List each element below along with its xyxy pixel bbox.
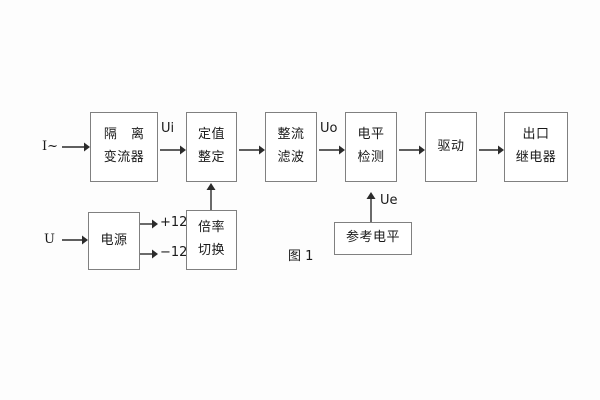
wire-setting-to-rectify <box>239 145 265 155</box>
block-power-supply[interactable]: 电源 <box>88 212 140 270</box>
block-level-detect-line2: 检测 <box>357 150 385 165</box>
block-multiplier-switch-line1: 倍率 <box>197 220 225 236</box>
block-reference-level[interactable]: 参考电平 <box>334 222 412 255</box>
block-reference-level-line1: 参考电平 <box>345 230 400 246</box>
signal-uo-label: Uo <box>320 121 338 136</box>
block-rectify-filter-line2: 滤波 <box>277 150 305 165</box>
wire-rectify-to-leveldetect <box>319 145 345 155</box>
input-voltage-label: U <box>44 232 55 247</box>
wire-input-voltage <box>62 235 88 245</box>
wire-reference-to-leveldetect <box>366 192 376 222</box>
wire-leveldetect-to-drive <box>399 145 425 155</box>
wire-rail-negative <box>140 249 158 259</box>
block-level-detect-line1: 电平 <box>357 127 385 143</box>
block-setting-line2: 整定 <box>197 150 225 165</box>
wire-multiplier-to-setting <box>206 183 216 210</box>
block-output-relay-line1: 出口 <box>522 127 550 143</box>
wire-input-current <box>62 142 90 152</box>
block-isolation-ct-line2: 变流器 <box>103 150 145 165</box>
block-power-supply-line1: 电源 <box>100 232 128 248</box>
signal-ue-label: Ue <box>380 193 398 208</box>
block-rectify-filter-line1: 整流 <box>277 127 305 143</box>
block-rectify-filter[interactable]: 整流 滤波 <box>265 112 317 182</box>
wire-isolation-to-setting <box>160 145 186 155</box>
block-multiplier-switch[interactable]: 倍率 切换 <box>186 210 237 270</box>
block-drive[interactable]: 驱动 <box>425 112 477 182</box>
input-current-label: I~ <box>42 139 59 154</box>
block-output-relay[interactable]: 出口 继电器 <box>504 112 568 182</box>
wire-rail-positive <box>140 219 158 229</box>
block-setting[interactable]: 定值 整定 <box>186 112 237 182</box>
block-multiplier-switch-line2: 切换 <box>197 243 225 258</box>
block-isolation-ct-line1: 隔 离 <box>103 127 150 143</box>
block-output-relay-line2: 继电器 <box>515 150 557 165</box>
wire-drive-to-outputrelay <box>479 145 504 155</box>
block-setting-line1: 定值 <box>197 127 225 143</box>
figure-caption: 图 1 <box>288 249 314 264</box>
signal-ui-label: Ui <box>161 121 175 136</box>
block-drive-line1: 驱动 <box>437 138 465 154</box>
block-level-detect[interactable]: 电平 检测 <box>345 112 397 182</box>
block-isolation-ct[interactable]: 隔 离 变流器 <box>90 112 158 182</box>
